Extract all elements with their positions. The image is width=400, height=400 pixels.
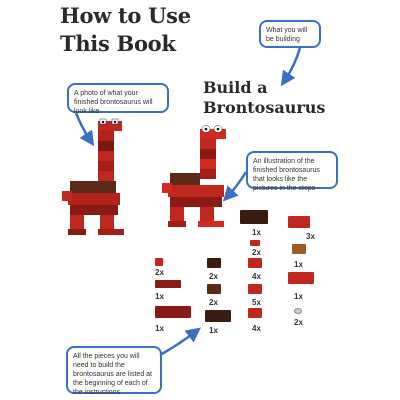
piece-brick <box>250 237 260 246</box>
piece-brick <box>155 255 163 266</box>
piece-qty: 2x <box>252 248 261 257</box>
piece-brick <box>248 305 262 318</box>
piece-qty: 2x <box>209 272 218 281</box>
piece-qty: 1x <box>294 292 303 301</box>
page-title-line-1: How to Use <box>60 3 191 28</box>
callout-project-title: What you will be building <box>259 20 321 48</box>
piece-qty: 1x <box>155 292 164 301</box>
piece-qty: 1x <box>209 326 218 335</box>
piece-qty: 1x <box>155 324 164 333</box>
piece-qty: 4x <box>252 324 261 333</box>
piece-qty: 5x <box>252 298 261 307</box>
callout-illustration: An illustration of the finished brontosa… <box>246 151 338 192</box>
piece-brick <box>207 255 221 268</box>
page-title-line-2: This Book <box>60 31 176 56</box>
project-title-line-2: Brontosaurus <box>203 98 326 117</box>
piece-brick <box>248 255 262 268</box>
piece-qty: 2x <box>294 318 303 327</box>
piece-qty: 3x <box>306 232 315 241</box>
piece-brick <box>207 281 221 294</box>
piece-brick <box>155 277 181 288</box>
callout-photo: A photo of what your finished brontosaur… <box>67 83 169 115</box>
piece-brick <box>205 307 231 322</box>
piece-qty: 4x <box>252 272 261 281</box>
callout-pieces-list: All the pieces you will need to build th… <box>66 346 162 396</box>
piece-brick <box>288 269 314 284</box>
piece-qty: 2x <box>155 268 164 277</box>
piece-qty: 2x <box>209 298 218 307</box>
piece-brick <box>294 306 302 314</box>
project-title-line-1: Build a <box>203 78 268 97</box>
piece-brick <box>292 241 306 254</box>
piece-brick <box>155 303 191 318</box>
piece-brick <box>240 207 268 224</box>
piece-qty: 1x <box>252 228 261 237</box>
piece-qty: 1x <box>294 260 303 269</box>
brontosaurus-photo <box>62 118 124 235</box>
piece-brick <box>288 213 310 228</box>
arrow-to-pieces <box>159 327 201 357</box>
brontosaurus-illustration <box>162 125 226 227</box>
arrow-to-subtitle <box>280 47 302 87</box>
piece-brick <box>248 281 262 294</box>
